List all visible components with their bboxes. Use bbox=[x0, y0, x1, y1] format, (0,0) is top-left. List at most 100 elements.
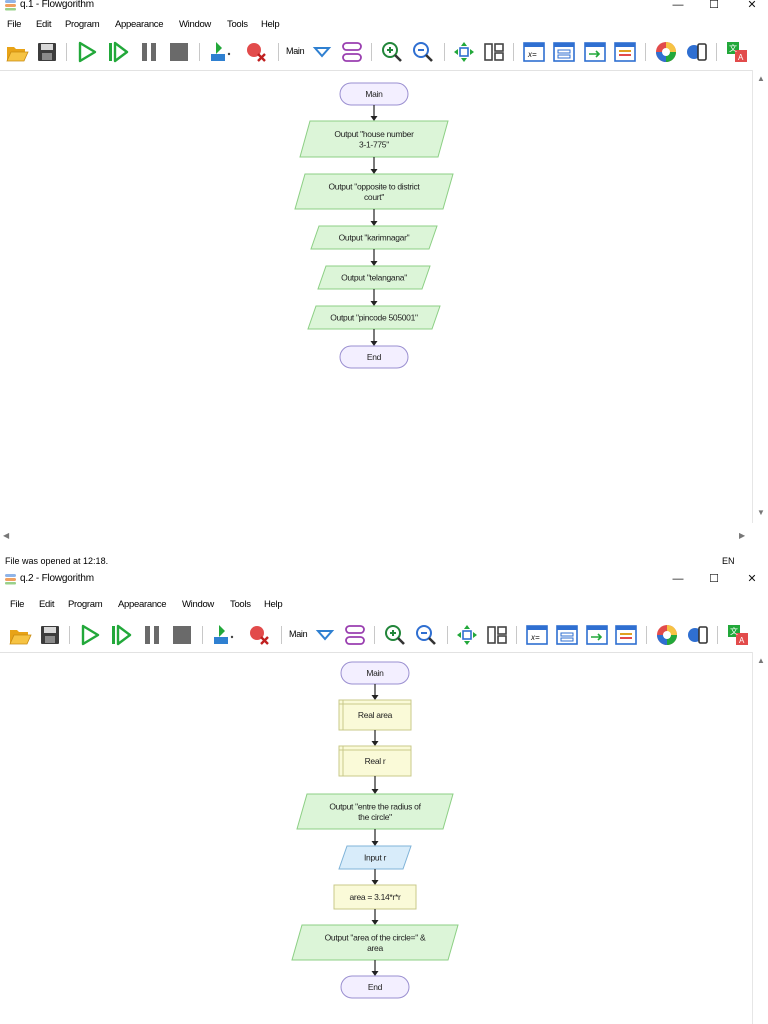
scroll-down-icon[interactable]: ▼ bbox=[757, 508, 765, 517]
scroll-left-icon[interactable]: ◀ bbox=[3, 531, 10, 540]
output-shape-text: Output "karimnagar" bbox=[339, 233, 410, 243]
end-terminal[interactable] bbox=[340, 975, 410, 999]
menu-window[interactable]: Window bbox=[182, 599, 214, 610]
breakpoint-icon[interactable] bbox=[244, 40, 268, 64]
end-terminal-text: End bbox=[368, 982, 383, 992]
layout-icon[interactable] bbox=[452, 40, 476, 64]
svg-text:文: 文 bbox=[730, 626, 738, 636]
svg-text:x=: x= bbox=[530, 633, 540, 642]
menu-tools[interactable]: Tools bbox=[230, 599, 251, 610]
menu-bar: File Edit Program Appearance Window Tool… bbox=[0, 16, 768, 34]
output-shape[interactable] bbox=[307, 305, 441, 330]
console-icon[interactable] bbox=[583, 40, 607, 64]
share-icon[interactable] bbox=[685, 40, 709, 64]
scroll-up-icon[interactable]: ▲ bbox=[757, 656, 765, 665]
menu-program[interactable]: Program bbox=[68, 599, 103, 610]
chevron-down-icon[interactable] bbox=[310, 40, 334, 64]
menu-tools[interactable]: Tools bbox=[227, 19, 248, 30]
menu-edit[interactable]: Edit bbox=[39, 599, 55, 610]
variable-watch-icon[interactable]: x= bbox=[522, 40, 546, 64]
minimize-button[interactable]: — bbox=[672, 573, 684, 585]
source-code-icon[interactable] bbox=[555, 623, 579, 647]
color-theme-icon[interactable] bbox=[655, 623, 679, 647]
menu-file[interactable]: File bbox=[7, 19, 22, 30]
speed-icon[interactable] bbox=[211, 623, 235, 647]
zoom-in-icon[interactable] bbox=[383, 623, 407, 647]
svg-text:文: 文 bbox=[729, 43, 737, 53]
declare-shape[interactable] bbox=[338, 699, 412, 731]
output-shape[interactable] bbox=[291, 924, 459, 961]
pause-icon[interactable] bbox=[140, 623, 164, 647]
maximize-button[interactable]: ☐ bbox=[709, 573, 719, 585]
maximize-button[interactable]: ☐ bbox=[709, 0, 719, 11]
menu-file[interactable]: File bbox=[10, 599, 25, 610]
step-icon[interactable] bbox=[109, 623, 133, 647]
output-shape[interactable] bbox=[310, 225, 438, 250]
output-shape-text: Output "entre the radius of bbox=[329, 801, 421, 811]
function-selector[interactable]: Main bbox=[289, 629, 308, 639]
output-shape-text: 3-1-775" bbox=[359, 139, 389, 149]
step-icon[interactable] bbox=[106, 40, 130, 64]
scroll-up-icon[interactable]: ▲ bbox=[757, 74, 765, 83]
panel-icon[interactable] bbox=[482, 40, 506, 64]
menu-window[interactable]: Window bbox=[179, 19, 211, 30]
close-button[interactable]: ✕ bbox=[747, 0, 757, 11]
scroll-right-icon[interactable]: ▶ bbox=[739, 531, 746, 540]
manage-functions-icon[interactable] bbox=[340, 40, 364, 64]
save-icon[interactable] bbox=[38, 623, 62, 647]
source-code-icon[interactable] bbox=[552, 40, 576, 64]
output-shape[interactable] bbox=[294, 173, 454, 210]
zoom-in-icon[interactable] bbox=[380, 40, 404, 64]
console-icon[interactable] bbox=[585, 623, 609, 647]
zoom-out-icon[interactable] bbox=[411, 40, 435, 64]
menu-help[interactable]: Help bbox=[261, 19, 280, 30]
speed-icon[interactable] bbox=[208, 40, 232, 64]
color-theme-icon[interactable] bbox=[654, 40, 678, 64]
output-shape[interactable] bbox=[317, 265, 431, 290]
menu-help[interactable]: Help bbox=[264, 599, 283, 610]
menu-appearance[interactable]: Appearance bbox=[118, 599, 167, 610]
chart-window-icon[interactable] bbox=[613, 40, 637, 64]
svg-text:A: A bbox=[739, 636, 745, 645]
open-folder-icon[interactable] bbox=[8, 623, 32, 647]
flow-arrowhead bbox=[370, 221, 378, 226]
pause-icon[interactable] bbox=[137, 40, 161, 64]
flow-arrowhead bbox=[371, 789, 379, 794]
layout-icon[interactable] bbox=[455, 623, 479, 647]
chevron-down-icon[interactable] bbox=[313, 623, 337, 647]
variable-watch-icon[interactable]: x= bbox=[525, 623, 549, 647]
panel-icon[interactable] bbox=[485, 623, 509, 647]
horizontal-scrollbar[interactable]: ◀ ▶ bbox=[0, 530, 752, 544]
output-shape[interactable] bbox=[296, 793, 454, 830]
output-shape[interactable] bbox=[299, 120, 449, 158]
run-icon[interactable] bbox=[78, 623, 102, 647]
function-selector[interactable]: Main bbox=[286, 46, 305, 56]
stop-icon[interactable] bbox=[170, 623, 194, 647]
assign-shape[interactable] bbox=[333, 884, 417, 910]
manage-functions-icon[interactable] bbox=[343, 623, 367, 647]
menu-edit[interactable]: Edit bbox=[36, 19, 52, 30]
stop-icon[interactable] bbox=[167, 40, 191, 64]
menu-appearance[interactable]: Appearance bbox=[115, 19, 164, 30]
zoom-out-icon[interactable] bbox=[414, 623, 438, 647]
vertical-scrollbar[interactable]: ▲ bbox=[752, 652, 768, 1024]
minimize-button[interactable]: — bbox=[672, 0, 684, 11]
breakpoint-icon[interactable] bbox=[247, 623, 271, 647]
vertical-scrollbar[interactable]: ▲ ▼ bbox=[752, 70, 768, 523]
save-icon[interactable] bbox=[35, 40, 59, 64]
input-shape[interactable] bbox=[338, 845, 412, 870]
flow-arrowhead bbox=[370, 169, 378, 174]
menu-program[interactable]: Program bbox=[65, 19, 100, 30]
close-button[interactable]: ✕ bbox=[747, 573, 757, 585]
end-terminal[interactable] bbox=[339, 345, 409, 369]
run-icon[interactable] bbox=[75, 40, 99, 64]
chart-window-icon[interactable] bbox=[614, 623, 638, 647]
share-icon[interactable] bbox=[686, 623, 710, 647]
open-folder-icon[interactable] bbox=[5, 40, 29, 64]
